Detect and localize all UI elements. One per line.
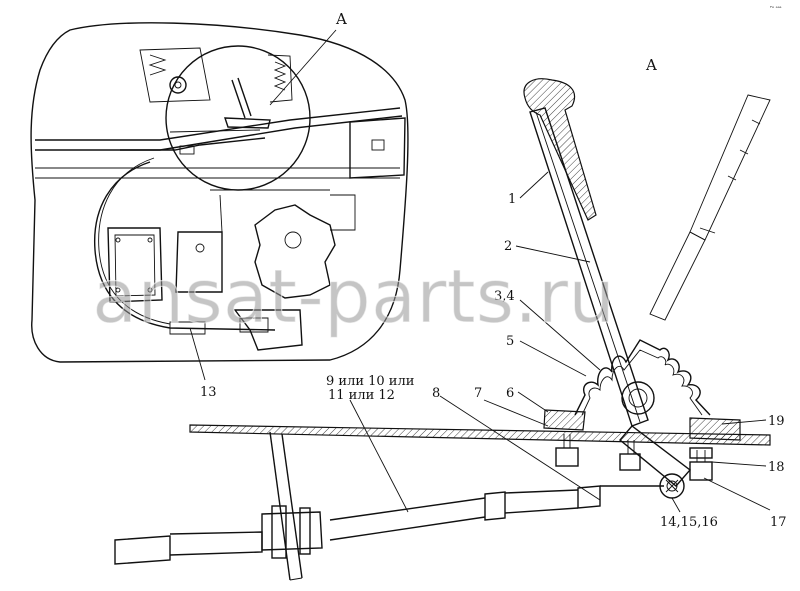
pivot-bolt xyxy=(621,381,655,415)
floor-panel xyxy=(189,424,771,446)
callout-3-4: 3,4 xyxy=(494,289,515,304)
rubber-boot xyxy=(574,339,711,416)
callout-18: 18 xyxy=(768,460,785,475)
callout-7: 7 xyxy=(474,386,482,401)
callout-2: 2 xyxy=(504,239,512,254)
view-a-label-top: A xyxy=(335,10,347,28)
callout-9-12-line2: 11 или 12 xyxy=(328,388,395,403)
watermark: ansat-parts.ru xyxy=(92,254,615,340)
callout-19: 19 xyxy=(768,414,785,429)
callout-13: 13 xyxy=(200,385,217,400)
lever-arm xyxy=(529,107,649,427)
callout-14-15-16: 14,15,16 xyxy=(660,515,718,530)
corner-mark: ᴾᴬ ᵃᵃᵃ xyxy=(770,6,782,12)
view-a-label-right: A xyxy=(645,56,657,74)
callout-1: 1 xyxy=(508,192,516,207)
callout-9-12-line1: 9 или 10 или xyxy=(326,374,414,389)
callout-5: 5 xyxy=(506,334,514,349)
callout-17: 17 xyxy=(770,515,787,530)
callout-8: 8 xyxy=(432,386,440,401)
handle-grip xyxy=(523,78,597,221)
vehicle-overview-view xyxy=(30,22,409,381)
callout-6: 6 xyxy=(506,386,514,401)
detail-view-a xyxy=(114,78,771,581)
nut-17 xyxy=(689,461,713,481)
leader-lines xyxy=(349,171,771,513)
